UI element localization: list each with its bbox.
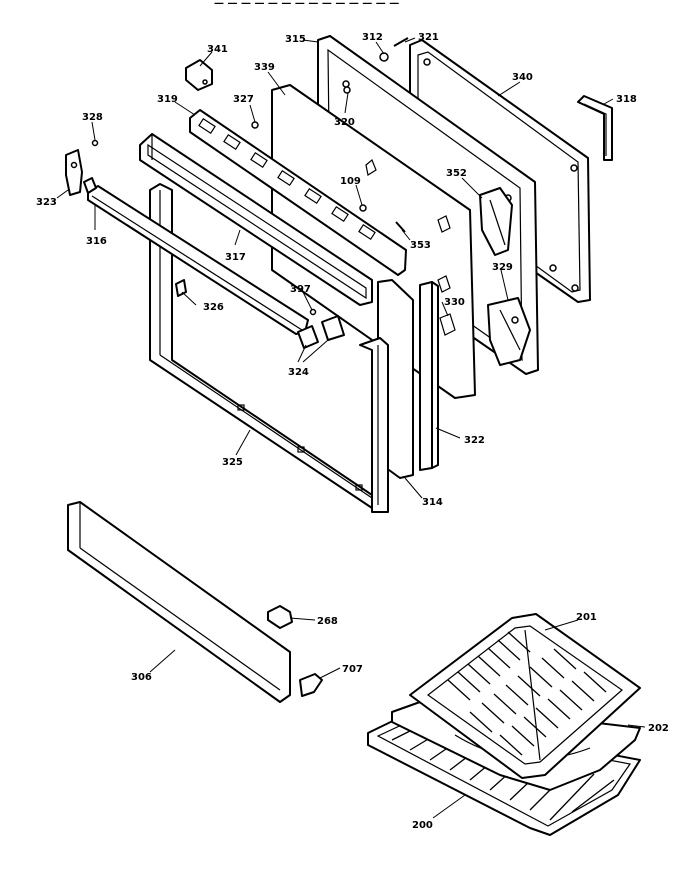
callout-322: 322 bbox=[464, 435, 485, 446]
callout-328: 328 bbox=[82, 112, 103, 123]
callout-323: 323 bbox=[36, 197, 57, 208]
callout-318: 318 bbox=[616, 94, 637, 105]
part-322-side-channel bbox=[419, 281, 439, 471]
callout-201: 201 bbox=[576, 612, 597, 623]
callout-339: 339 bbox=[254, 62, 275, 73]
part-312-screw bbox=[379, 52, 389, 62]
part-324-end-caps bbox=[297, 315, 345, 349]
callout-268: 268 bbox=[317, 616, 338, 627]
part-306-drawer-panel bbox=[67, 501, 291, 703]
callout-329: 329 bbox=[492, 262, 513, 273]
part-317-handle-trim bbox=[139, 133, 373, 306]
leader-lines bbox=[56, 37, 646, 819]
part-318-gasket bbox=[577, 95, 613, 161]
callout-316: 316 bbox=[86, 236, 107, 247]
part-320-screw bbox=[343, 86, 351, 94]
part-329-hinge bbox=[487, 297, 531, 366]
callout-202: 202 bbox=[648, 723, 669, 734]
callout-326: 326 bbox=[203, 302, 224, 313]
part-397-screw bbox=[309, 308, 317, 316]
callout-340: 340 bbox=[512, 72, 533, 83]
callout-330: 330 bbox=[444, 297, 465, 308]
callout-200: 200 bbox=[412, 820, 433, 831]
part-332-hinge-bracket bbox=[479, 187, 513, 256]
callout-341: 341 bbox=[207, 44, 228, 55]
part-326-clip bbox=[175, 279, 187, 297]
part-321-screw bbox=[393, 37, 409, 47]
callout-315: 315 bbox=[285, 34, 306, 45]
part-327-screw bbox=[251, 121, 259, 129]
part-325-outer-door-frame bbox=[149, 183, 389, 513]
callout-397: 397 bbox=[290, 284, 311, 295]
callout-319: 319 bbox=[157, 94, 178, 105]
callout-353: 353 bbox=[410, 240, 431, 251]
callout-321: 321 bbox=[418, 32, 439, 43]
part-201-broiler-grid bbox=[409, 613, 641, 779]
part-268-bracket bbox=[267, 605, 293, 629]
callout-109: 109 bbox=[340, 176, 361, 187]
part-319-vent-panel bbox=[189, 109, 407, 276]
callout-labels: 315 312 321 341 339 340 318 327 319 320 … bbox=[36, 32, 669, 831]
callout-327: 327 bbox=[233, 94, 254, 105]
callout-312: 312 bbox=[362, 32, 383, 43]
callout-325: 325 bbox=[222, 457, 243, 468]
part-328-screw bbox=[91, 139, 99, 147]
callout-352: 352 bbox=[446, 168, 467, 179]
part-323-end-cap bbox=[65, 149, 97, 196]
part-109-screw bbox=[359, 204, 367, 212]
callout-707: 707 bbox=[342, 664, 363, 675]
callout-317: 317 bbox=[225, 252, 246, 263]
header-fragment: — — — — — — — — — — — — — — bbox=[214, 0, 399, 9]
part-341-clip bbox=[185, 59, 213, 91]
part-707-slide bbox=[299, 673, 323, 697]
callout-314: 314 bbox=[422, 497, 443, 508]
callout-324: 324 bbox=[288, 367, 309, 378]
part-353-screw bbox=[395, 221, 406, 233]
callout-306: 306 bbox=[131, 672, 152, 683]
callout-320: 320 bbox=[334, 117, 355, 128]
